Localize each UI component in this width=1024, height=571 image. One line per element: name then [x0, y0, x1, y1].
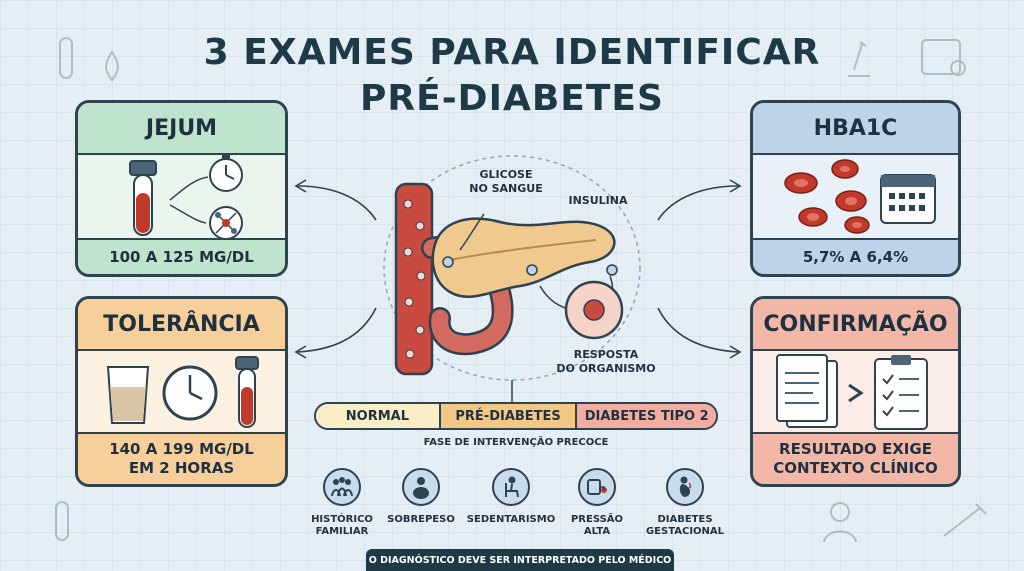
phase-scale: NORMAL PRÉ-DIABETES DIABETES TIPO 2 [314, 402, 718, 430]
risk-factor-sobrepeso: SOBREPESO [376, 468, 466, 526]
prescription-icon [776, 354, 838, 428]
risk-factor-sedentarismo: SEDENTARISMO [466, 468, 556, 526]
insulina-label: INSULINA [568, 194, 628, 207]
card-hba1c-body [753, 155, 958, 249]
calendar-deco-icon [921, 39, 966, 76]
pregnancy-icon [666, 468, 704, 506]
title-line-1: 3 EXAMES PARA IDENTIFICAR [203, 32, 821, 73]
risk-label-line1: SEDENTARISMO [466, 514, 556, 525]
card-jejum-body [78, 155, 285, 249]
card-confirmacao-value: RESULTADO EXIGE CONTEXTO CLÍNICO [753, 432, 958, 484]
connector-arrows [294, 179, 742, 359]
card-hba1c: HBA1C 5,7% A 6,4% [750, 100, 961, 277]
resposta-label: RESPOSTA DO ORGANISMO [556, 348, 656, 375]
card-tolerancia-illustration [106, 356, 259, 428]
doctor-deco-icon [823, 502, 857, 543]
card-hba1c-title: HBA1C [753, 103, 958, 155]
card-jejum-value: 100 A 125 MG/DL [78, 238, 285, 274]
phase-diabetes: DIABETES TIPO 2 [575, 404, 716, 428]
blood-tube-icon [235, 356, 259, 428]
risk-label-line1: PRESSÃO [570, 514, 624, 525]
glass-icon [106, 366, 150, 424]
molecule-icon [209, 206, 243, 240]
syringe-deco-icon [943, 503, 987, 537]
card-hba1c-illustration [784, 159, 936, 234]
drop-deco-icon [105, 50, 119, 82]
footer-banner: O DIAGNÓSTICO DEVE SER INTERPRETADO PELO… [366, 549, 674, 571]
calendar-icon [880, 174, 936, 224]
blood-vessel-icon [394, 182, 434, 376]
cycle-ring [383, 155, 641, 381]
risk-label-line2: ALTA [583, 526, 611, 537]
card-tolerancia-value: 140 A 199 MG/DL EM 2 HORAS [78, 432, 285, 484]
phase-prediabetes: PRÉ-DIABETES [438, 404, 576, 428]
risk-label-line2: GESTACIONAL [645, 526, 725, 537]
risk-label-line2: FAMILIAR [315, 526, 369, 537]
chair-icon [492, 468, 530, 506]
card-confirmacao-title: CONFIRMAÇÃO [753, 299, 958, 351]
clock-icon [162, 365, 218, 421]
card-confirmacao-body [753, 351, 958, 441]
tube-deco-icon [55, 501, 69, 541]
card-confirmacao-value-line2: CONTEXTO CLÍNICO [773, 459, 938, 477]
glucose-molecules [442, 256, 618, 276]
blood-pressure-icon [578, 468, 616, 506]
family-icon [323, 468, 361, 506]
phase-caption: FASE DE INTERVENÇÃO PRECOCE [423, 437, 609, 448]
stopwatch-icon [209, 155, 243, 192]
blood-tube-icon [129, 160, 157, 236]
card-confirmacao-value-line1: RESULTADO EXIGE [779, 440, 932, 458]
card-confirmacao: CONFIRMAÇÃO RESULTADO EXIGE CONTEXTO CLÍ… [750, 296, 961, 487]
card-jejum: JEJUM 100 A 125 MG/DL [75, 100, 288, 277]
microscope-deco-icon [848, 41, 870, 77]
card-confirmacao-illustration [776, 354, 928, 430]
card-tolerancia-title: TOLERÂNCIA [78, 299, 285, 351]
card-hba1c-value: 5,7% A 6,4% [753, 238, 958, 274]
card-jejum-title: JEJUM [78, 103, 285, 155]
clipboard-checklist-icon [874, 355, 928, 430]
risk-label-line1: SOBREPESO [387, 514, 455, 525]
card-jejum-illustration [129, 155, 243, 240]
risk-label-line1: DIABETES [657, 514, 713, 525]
pancreas-icon [431, 217, 616, 298]
risk-label-line1: HISTÓRICO [311, 514, 373, 525]
card-tolerancia-value-line2: EM 2 HORAS [128, 459, 235, 477]
glicose-label: GLICOSE NO SANGUE [469, 168, 543, 195]
card-tolerancia: TOLERÂNCIA 140 A 199 MG/DL EM 2 HORAS [75, 296, 288, 487]
phase-normal: NORMAL [316, 404, 439, 428]
test-tube-deco-icon [59, 37, 73, 79]
person-icon [402, 468, 440, 506]
title-line-2: PRÉ-DIABETES [360, 78, 664, 119]
card-tolerancia-value-line1: 140 A 199 MG/DL [109, 440, 254, 458]
page-title: 3 EXAMES PARA IDENTIFICAR PRÉ-DIABETES [0, 30, 1024, 122]
card-tolerancia-body [78, 351, 285, 439]
